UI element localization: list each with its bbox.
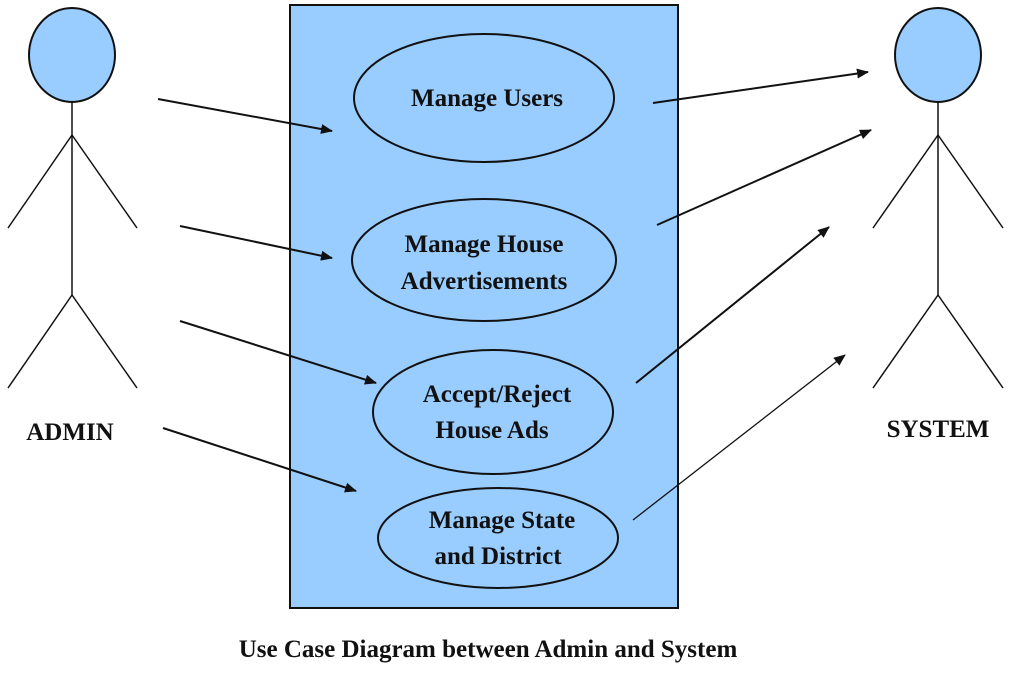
use-case-ellipse	[372, 349, 614, 475]
use-case-ellipse	[353, 33, 615, 163]
system-actor-label: SYSTEM	[887, 416, 990, 443]
system-actor-left-arm	[872, 134, 939, 229]
use-case-manage-state-and-district: Manage State and District	[377, 487, 619, 589]
admin-actor-right-leg	[71, 294, 138, 389]
arrow-accept-reject-house-ads-to-system	[635, 226, 830, 384]
use-case-label-line: House Ads	[435, 417, 549, 444]
arrow-manage-house-advertisements-to-system	[656, 129, 872, 226]
use-case-manage-users: Manage Users	[353, 33, 615, 163]
admin-actor-left-arm	[7, 134, 73, 229]
arrow-admin-to-manage-state-and-district	[162, 427, 357, 493]
use-case-label-line: Accept/Reject	[423, 381, 572, 408]
system-actor-head	[894, 7, 982, 103]
system-actor-right-arm	[937, 134, 1004, 229]
system-actor-left-leg	[872, 294, 939, 389]
use-case-label-line: Advertisements	[401, 268, 568, 295]
use-case-label-line: Manage State	[429, 507, 576, 534]
use-case-label-line: and District	[434, 543, 562, 570]
arrow-admin-to-accept-reject-house-ads	[179, 320, 377, 385]
diagram-caption: Use Case Diagram between Admin and Syste…	[239, 636, 738, 663]
use-case-accept-reject-house-ads: Accept/Reject House Ads	[372, 349, 614, 475]
use-case-manage-house-advertisements: Manage House Advertisements	[351, 198, 617, 322]
arrow-admin-to-manage-house-advertisements	[179, 225, 333, 261]
arrow-admin-to-manage-users	[157, 98, 333, 134]
admin-actor: ADMIN	[7, 7, 138, 446]
admin-actor-left-leg	[7, 294, 73, 389]
admin-actor-label: ADMIN	[26, 419, 114, 446]
arrow-manage-users-to-system	[652, 68, 869, 104]
use-case-ellipse	[377, 487, 619, 589]
use-case-label-line: Manage House	[404, 231, 563, 258]
arrow-manage-state-and-district-to-system	[632, 354, 846, 521]
use-case-ellipse	[351, 198, 617, 322]
use-case-label-line: Manage Users	[411, 85, 563, 112]
admin-actor-head	[28, 7, 116, 103]
system-actor-right-leg	[937, 294, 1004, 389]
system-actor: SYSTEM	[872, 7, 1004, 443]
admin-actor-right-arm	[71, 134, 138, 229]
